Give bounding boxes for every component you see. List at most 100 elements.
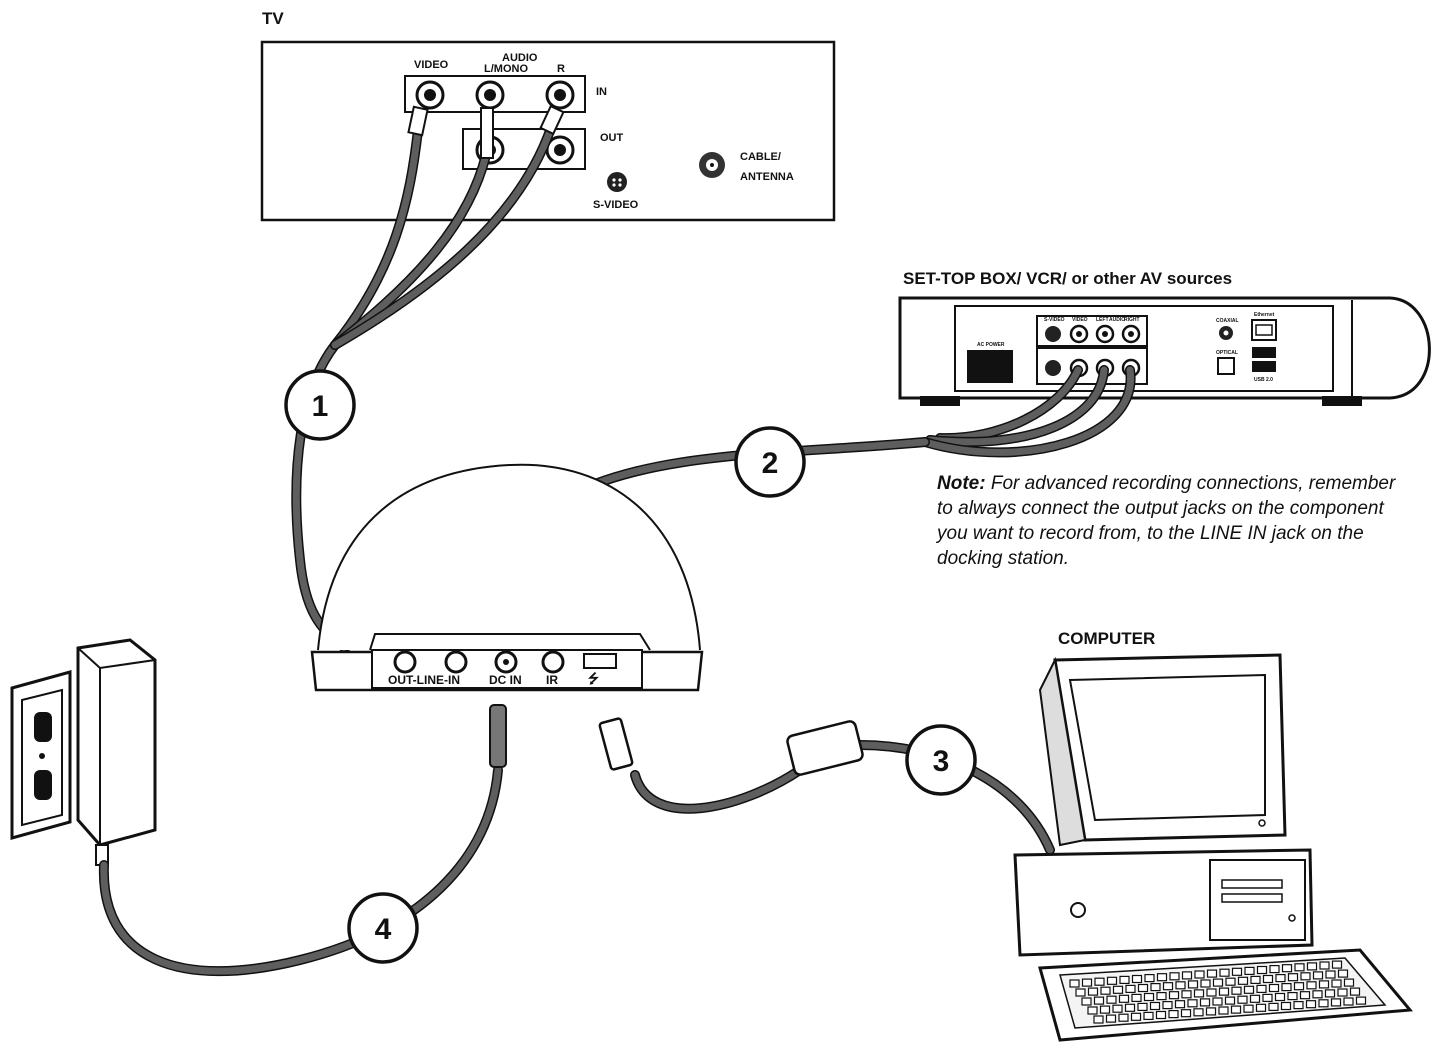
keyboard-key [1250, 975, 1261, 985]
cable-3 [598, 717, 1055, 855]
keyboard-key [1206, 969, 1218, 978]
keyboard-key [1349, 987, 1361, 996]
keyboard-key [1156, 973, 1168, 982]
stb-title: SET-TOP BOX/ VCR/ or other AV sources [903, 269, 1232, 288]
dock-usb-icon: ⭍ [588, 671, 599, 686]
keyboard-key [1081, 978, 1093, 987]
keyboard-key [1237, 995, 1248, 1004]
usb-plug-dock [598, 717, 634, 771]
keyboard-key [1294, 963, 1305, 972]
keyboard-key [1306, 981, 1317, 990]
recording-note: Note: For advanced recording connections… [937, 471, 1407, 571]
dock-out-jack [393, 650, 417, 674]
stb-usb-port-2 [1252, 361, 1276, 372]
keyboard-key [1093, 1015, 1104, 1024]
keyboard-key [1268, 983, 1280, 993]
keyboard-key [1187, 980, 1199, 989]
tv-antenna-jack [699, 152, 725, 178]
tv-out-label: OUT [600, 132, 624, 144]
keyboard-key [1287, 973, 1299, 982]
keyboard-key [1325, 970, 1336, 979]
keyboard-key [1169, 972, 1180, 981]
keyboard-key [1106, 995, 1117, 1004]
keyboard-key [1244, 966, 1255, 976]
keyboard-key [1318, 999, 1329, 1008]
keyboard-key [1130, 1012, 1142, 1021]
keyboard-key [1337, 969, 1349, 978]
dock-line-in-jack [444, 650, 468, 674]
keyboard-key [1331, 979, 1342, 988]
keyboard-key [1193, 1008, 1204, 1017]
stb-ac-power-socket [967, 350, 1013, 383]
keyboard-key [1087, 987, 1099, 996]
dc-plug [489, 704, 507, 768]
keyboard-key [1268, 1002, 1279, 1012]
keyboard-key [1168, 1009, 1179, 1019]
stb-optical-label: OPTICAL [1216, 350, 1238, 356]
keyboard-key [1143, 992, 1155, 1002]
step-1-number: 1 [312, 390, 329, 423]
keyboard-key [1137, 983, 1149, 993]
keyboard-key [1280, 1001, 1292, 1011]
stb-usb-port-1 [1252, 347, 1276, 358]
keyboard-key [1181, 971, 1193, 980]
keyboard-key [1180, 1009, 1192, 1018]
keyboard-key [1199, 998, 1211, 1007]
keyboard-key [1355, 996, 1367, 1005]
keyboard-key [1331, 960, 1343, 969]
keyboard-key [1299, 991, 1311, 1000]
keyboard-key [1269, 964, 1280, 974]
stb-ethernet-label: Ethernet [1254, 312, 1275, 318]
keyboard-key [1143, 1011, 1154, 1021]
step-badge-1: 1 [284, 369, 356, 441]
keyboard-key [1319, 961, 1330, 970]
step-4-number: 4 [375, 913, 392, 946]
keyboard-key [1075, 988, 1086, 997]
keyboard-key [1343, 997, 1354, 1006]
tv-lmono-label: L/MONO [484, 63, 528, 75]
tv-video-label: VIDEO [414, 59, 449, 71]
tv-audio-r-in-jack [545, 80, 575, 110]
keyboard-key [1312, 971, 1324, 980]
tv-svideo-jack [607, 172, 627, 192]
keyboard-key [1099, 1005, 1111, 1014]
stb-coaxial-jack [1219, 326, 1233, 340]
keyboard-key [1243, 985, 1255, 994]
keyboard-key [1219, 968, 1230, 977]
stb-optical-jack [1217, 357, 1235, 375]
stb-coaxial-label: COAXIAL [1216, 318, 1239, 324]
keyboard-key [1137, 1002, 1148, 1012]
keyboard-key [1305, 1000, 1317, 1009]
keyboard-key [1231, 986, 1242, 995]
keyboard-key [1262, 993, 1273, 1003]
step-badge-4: 4 [347, 892, 419, 964]
keyboard-key [1256, 965, 1268, 975]
tv-r-label: R [557, 63, 565, 75]
keyboard-key [1174, 1000, 1186, 1009]
note-label: Note: [937, 473, 986, 494]
stb-left-jack [1095, 324, 1115, 344]
stb-video-jack [1069, 324, 1089, 344]
tv-audio-label: AUDIO [502, 52, 538, 64]
keyboard-key [1324, 989, 1336, 998]
keyboard-key [1200, 979, 1211, 988]
keyboard-key [1225, 977, 1236, 986]
tv-cable-label-1: CABLE/ [740, 151, 781, 163]
keyboard-key [1212, 978, 1224, 987]
stb-right-jack [1121, 324, 1141, 344]
keyboard-key [1105, 1014, 1117, 1023]
keyboard-key [1293, 982, 1305, 991]
wall-outlet [10, 670, 72, 840]
keyboard-key [1131, 993, 1142, 1003]
keyboard-key [1119, 975, 1130, 985]
keyboard-key [1249, 994, 1261, 1003]
dock-dc-in-jack [494, 650, 518, 674]
keyboard-key [1124, 1003, 1136, 1012]
keyboard-key [1162, 1000, 1173, 1010]
keyboard-key [1281, 982, 1292, 992]
keyboard-key [1274, 992, 1286, 1002]
keyboard-key [1318, 980, 1330, 989]
tv-svideo-label: S-VIDEO [593, 199, 639, 211]
stb-svideo-label: S-VIDEO [1044, 317, 1065, 323]
keyboard-key [1275, 973, 1286, 983]
